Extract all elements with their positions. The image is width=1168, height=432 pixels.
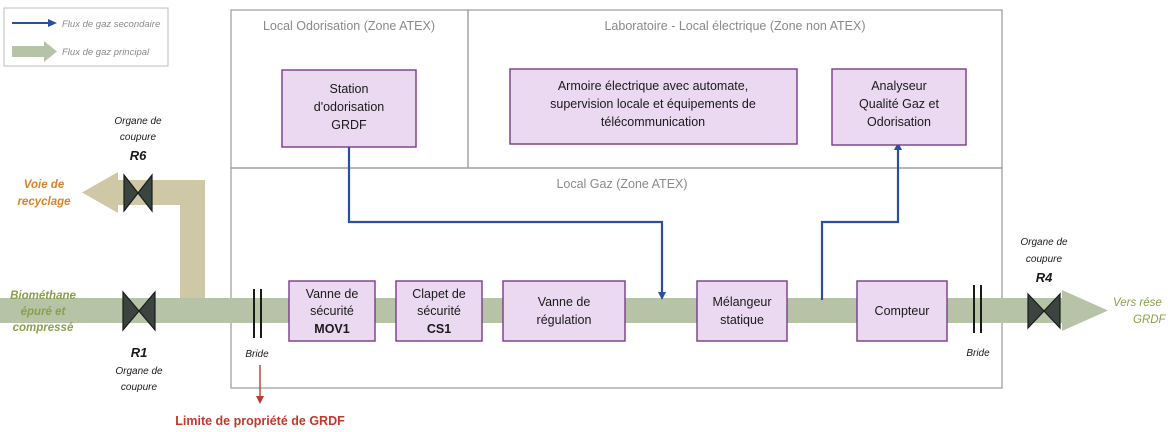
station-odorisation-box: Station d'odorisation GRDF <box>281 69 417 148</box>
valve-r1: R1 Organe de coupure <box>115 290 163 393</box>
valve-r6-name: R6 <box>130 148 147 163</box>
legend-secondary-arrowhead <box>48 19 57 27</box>
clapet-line-2: sécurité <box>417 304 461 318</box>
bride-right: Bride <box>966 285 990 359</box>
zone-gaz-frame <box>230 167 1003 389</box>
valve-r6-icon <box>123 173 153 213</box>
primary-flow-arrowhead <box>1062 290 1108 331</box>
bride-right-label: Bride <box>966 348 990 359</box>
destination-label: Vers rése GRDF <box>1113 297 1167 326</box>
legend-primary-arrow <box>12 41 57 62</box>
property-limit: Limite de propriété de GRDF <box>175 365 345 428</box>
secondary-flow-odorisation <box>347 147 666 300</box>
vanne-securite-line-2: sécurité <box>310 304 354 318</box>
valve-r4-name: R4 <box>1036 270 1053 285</box>
secondary-flows <box>347 142 902 300</box>
station-line-2: d'odorisation <box>314 100 385 114</box>
valve-r6-caption-2: coupure <box>120 132 157 143</box>
zones: Local Odorisation (Zone ATEX) Laboratoir… <box>230 9 1003 389</box>
valve-r1-caption-2: coupure <box>121 382 158 393</box>
recycle-flow-path <box>118 180 205 298</box>
analyseur-box: Analyseur Qualité Gaz et Odorisation <box>831 68 967 146</box>
compteur-line-1: Compteur <box>875 304 930 318</box>
zone-gaz-title: Local Gaz (Zone ATEX) <box>556 177 687 191</box>
vanne-regulation-line-2: régulation <box>537 313 592 327</box>
recycle-flow <box>82 172 205 298</box>
bride-left: Bride <box>245 289 269 360</box>
legend-primary-label: Flux de gaz principal <box>62 47 150 58</box>
recycle-flow-arrowhead <box>82 172 118 213</box>
recycle-label: Voie de recyclage <box>17 179 71 208</box>
valve-r1-icon <box>122 290 156 332</box>
zone-odorisation-title: Local Odorisation (Zone ATEX) <box>263 19 435 33</box>
biomethane-label-line-1: Biométhane <box>10 290 76 302</box>
vanne-securite-line-1: Vanne de <box>306 287 359 301</box>
valve-r4-caption-1: Organe de <box>1020 237 1068 248</box>
biomethane-label: Biométhane épuré et compressé <box>10 290 76 334</box>
vanne-securite-box: Vanne de sécurité MOV1 <box>288 280 376 342</box>
analyseur-line-3: Odorisation <box>867 115 931 129</box>
station-line-3: GRDF <box>331 118 367 132</box>
secondary-flow-analyseur <box>820 142 902 300</box>
melangeur-line-1: Mélangeur <box>712 295 771 309</box>
melangeur-box: Mélangeur statique <box>696 280 788 342</box>
valve-r4-caption-2: coupure <box>1026 254 1063 265</box>
biomethane-label-line-2: épuré et <box>21 306 67 318</box>
vanne-regulation-line-1: Vanne de <box>538 295 591 309</box>
zone-laboratoire-title: Laboratoire - Local électrique (Zone non… <box>604 19 865 33</box>
valve-r4: Organe de coupure R4 <box>1020 237 1068 330</box>
legend-secondary-label: Flux de gaz secondaire <box>62 19 160 30</box>
valve-r1-caption-1: Organe de <box>115 366 163 377</box>
legend: Flux de gaz secondaire Flux de gaz princ… <box>3 7 169 67</box>
station-line-1: Station <box>330 82 369 96</box>
analyseur-line-1: Analyseur <box>871 79 927 93</box>
clapet-line-1: Clapet de <box>412 287 466 301</box>
compteur-box: Compteur <box>856 280 948 342</box>
armoire-line-2: supervision locale et équipements de <box>550 97 756 111</box>
analyseur-line-2: Qualité Gaz et <box>859 97 939 111</box>
armoire-line-1: Armoire électrique avec automate, <box>558 79 748 93</box>
bride-left-label: Bride <box>245 349 269 360</box>
recycle-label-line-1: Voie de <box>24 179 65 191</box>
armoire-electrique-box: Armoire électrique avec automate, superv… <box>509 68 798 145</box>
valve-r1-name: R1 <box>131 345 148 360</box>
valve-r6-caption-1: Organe de <box>114 116 162 127</box>
melangeur-line-2: statique <box>720 313 764 327</box>
valve-r6: Organe de coupure R6 <box>114 116 162 213</box>
property-limit-label: Limite de propriété de GRDF <box>175 414 345 428</box>
vanne-securite-line-3: MOV1 <box>314 322 349 336</box>
clapet-securite-box: Clapet de sécurité CS1 <box>395 280 483 342</box>
equipment-boxes: Station d'odorisation GRDF Armoire élect… <box>281 68 967 342</box>
biomethane-label-line-3: compressé <box>13 322 74 334</box>
vanne-regulation-box: Vanne de régulation <box>502 280 626 342</box>
destination-label-line-2: GRDF <box>1133 314 1167 326</box>
destination-label-line-1: Vers rése <box>1113 297 1162 309</box>
armoire-line-3: télécommunication <box>601 115 705 129</box>
clapet-line-3: CS1 <box>427 322 451 336</box>
recycle-label-line-2: recyclage <box>17 196 71 208</box>
valve-r4-icon <box>1027 292 1061 330</box>
